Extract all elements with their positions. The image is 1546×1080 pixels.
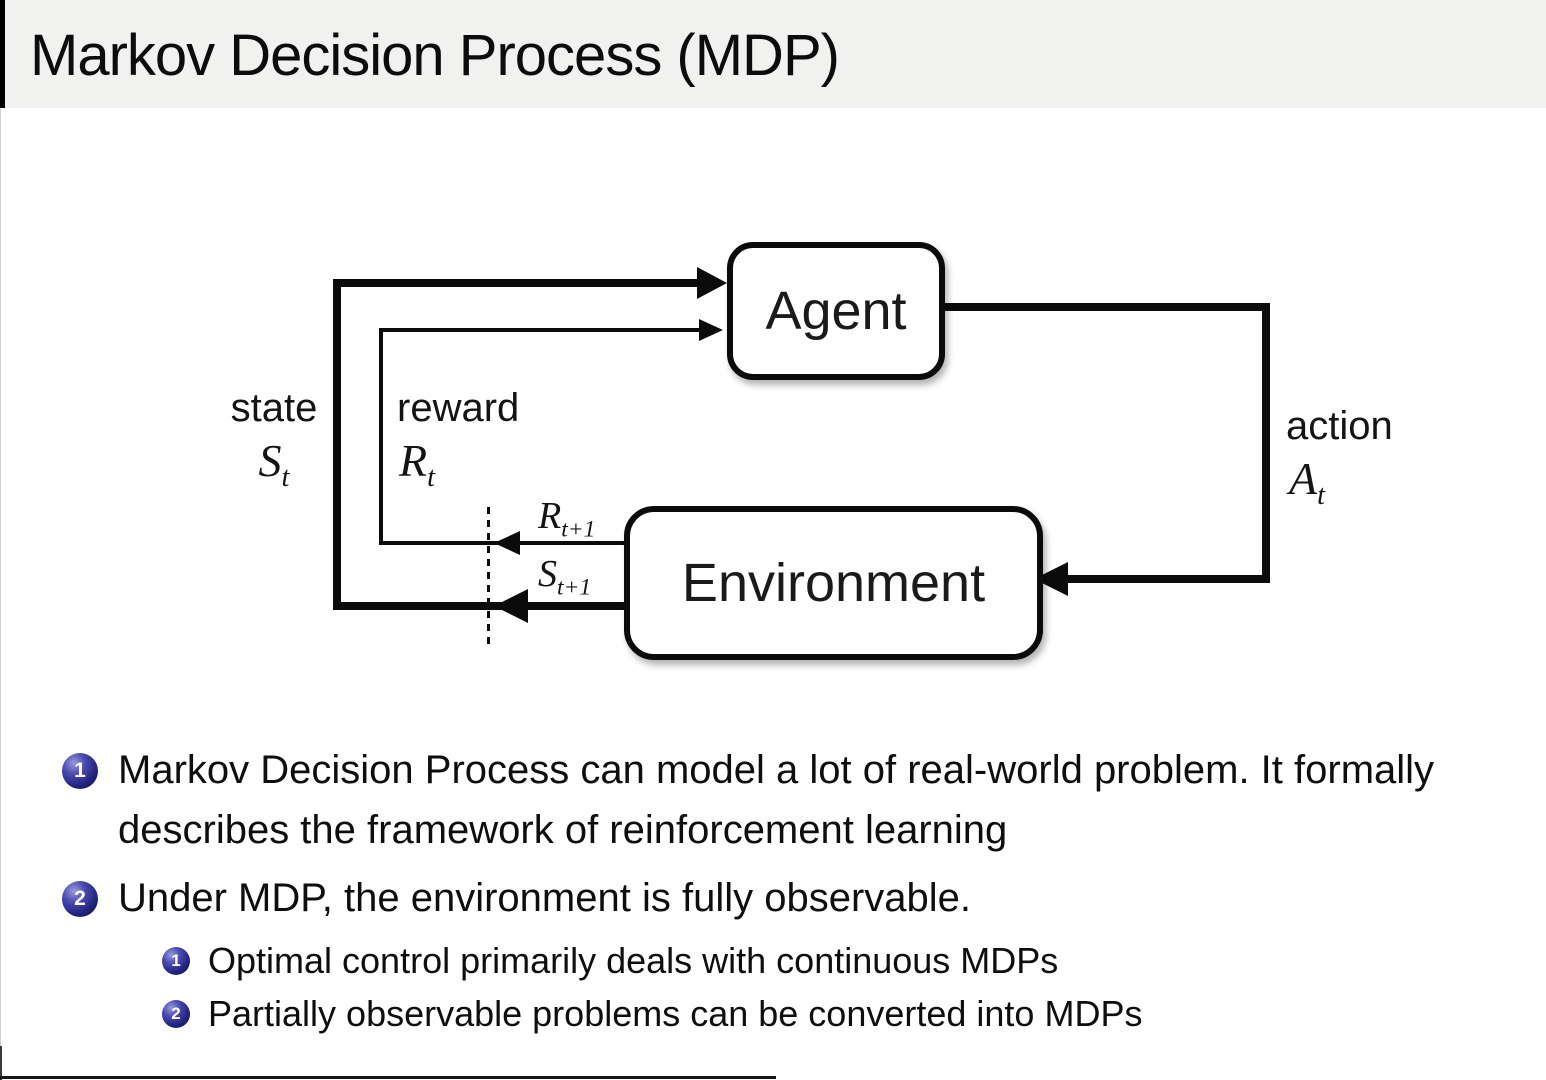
state-line-top [333,279,699,287]
environment-box: Environment [624,506,1043,660]
state-subscript: t [281,462,290,494]
page-bottom-rule [0,1076,776,1079]
page-title: Markov Decision Process (MDP) [30,23,840,88]
bullet-list: 1 Markov Decision Process can model a lo… [62,740,1522,1040]
page-left-border-dark [0,1046,2,1080]
state-symbol: S [258,435,282,486]
bullet-number-ball: 1 [62,753,98,789]
reward-next-arrowhead [494,531,520,555]
state-symbol-label: St [218,434,330,494]
action-line-vertical [1262,303,1270,583]
state-line-bottom [333,602,624,610]
bullet-text: Under MDP, the environment is fully obse… [118,876,972,920]
sub-bullet-text: Optimal control primarily deals with con… [208,940,1059,981]
bullet-number-ball: 2 [62,881,98,917]
sub-bullet-number: 2 [171,1004,181,1023]
reward-next-label: Rt+1 [538,494,595,544]
reward-symbol-label: Rt [399,434,435,494]
sub-bullet-text: Partially observable problems can be con… [208,993,1143,1034]
sub-bullet-number: 1 [171,951,181,970]
reward-line-top [379,328,700,332]
agent-box: Agent [727,242,945,380]
sub-list-item: 2 Partially observable problems can be c… [162,987,1522,1040]
list-item: 2 Under MDP, the environment is fully ob… [62,868,1522,928]
environment-label: Environment [681,553,986,613]
state-arrowhead-into-agent [697,267,727,299]
sub-bullet-number-ball: 2 [162,1000,190,1028]
reward-arrowhead-into-agent [699,319,723,341]
agent-label: Agent [765,281,907,341]
sub-bullet-number-ball: 1 [162,947,190,975]
state-next-label: St+1 [538,552,591,602]
action-line-top [933,303,1270,311]
page-left-border [0,108,1,1080]
reward-word-label: reward [397,386,520,430]
title-bar: Markov Decision Process (MDP) [0,0,1546,108]
bullet-number: 1 [74,759,86,782]
reward-line-vertical [379,328,383,545]
action-symbol-label: At [1289,452,1325,512]
action-symbol: A [1289,453,1318,504]
list-item: 1 Markov Decision Process can model a lo… [62,740,1522,860]
reward-next-symbol: R [538,495,562,537]
reward-symbol: R [399,435,428,486]
reward-next-subscript: t+1 [561,516,596,543]
bullet-text: Markov Decision Process can model a lot … [118,748,1435,852]
reward-subscript: t [427,462,436,494]
state-word-label: state [230,386,318,430]
sub-bullet-list: 1 Optimal control primarily deals with c… [162,934,1522,1040]
action-word-label: action [1286,404,1393,448]
state-next-symbol: S [538,553,557,595]
state-next-arrowhead [494,589,528,623]
timestep-dashed-line [487,507,490,650]
title-accent-bar [0,0,5,108]
action-subscript: t [1317,480,1326,512]
state-line-vertical [333,279,341,610]
sub-list-item: 1 Optimal control primarily deals with c… [162,934,1522,987]
state-next-subscript: t+1 [557,574,592,601]
action-line-bottom [1068,575,1270,583]
bullet-number: 2 [74,887,86,910]
